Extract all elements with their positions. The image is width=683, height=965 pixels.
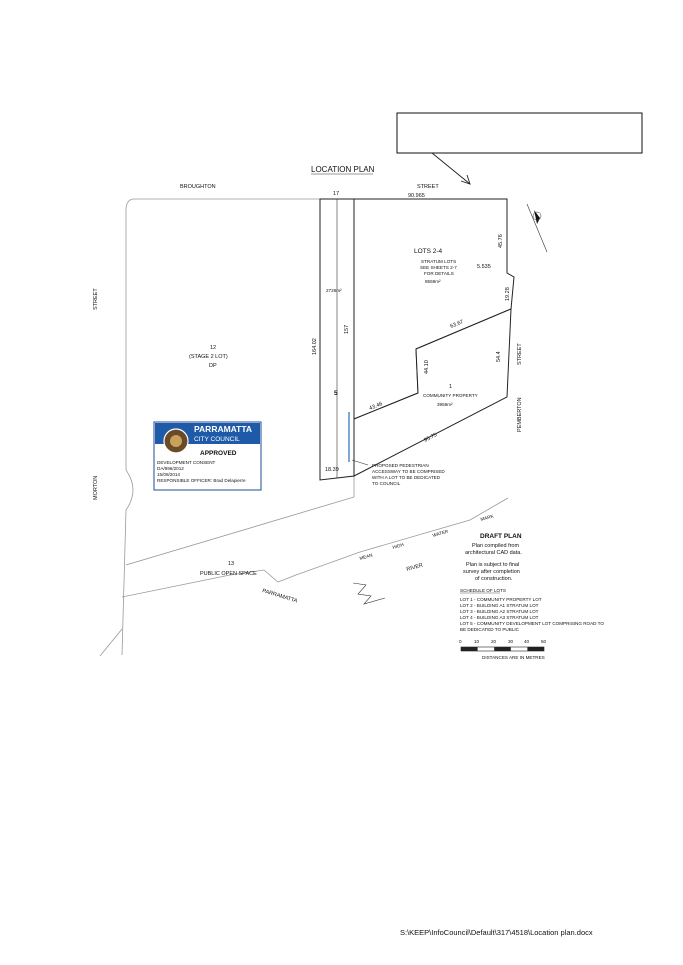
scale-tick-40: 40 (524, 639, 530, 644)
lot5-number: 5 (334, 390, 338, 397)
dim-16402: 164.02 (312, 338, 318, 355)
lot13-number: 13 (228, 561, 234, 567)
dim-1839: 18.39 (325, 467, 339, 473)
river-bank-upper (121, 497, 509, 598)
draft-line-4: Plan is subject to final (466, 562, 519, 568)
stamp-consent: DEVELOPMENT CONSENT (157, 460, 216, 465)
callout-arrow-line (431, 152, 471, 185)
schedule-title: SCHEDULE OF LOTS (460, 588, 506, 593)
mhw-label-4: MARK (480, 513, 495, 522)
lot1-name: COMMUNITY PROPERTY (423, 393, 478, 398)
approval-stamp: PARRAMATTA CITY COUNCIL APPROVED DEVELOP… (153, 421, 262, 491)
scale-tick-0: 0 (459, 639, 462, 644)
north-arrow-icon (526, 203, 548, 253)
council-name-2: CITY COUNCIL (194, 436, 240, 443)
lots24-area: 8559m² (425, 279, 441, 284)
draft-line-5: survey after completion (463, 569, 520, 575)
stamp-status: APPROVED (200, 450, 237, 457)
lot1-outline (353, 308, 512, 477)
draft-line-1: Plan compiled from (472, 543, 519, 549)
draft-line-6: of construction. (475, 576, 513, 582)
ped-note-1: PROPOSED PEDESTRIAN (372, 463, 429, 468)
council-name-1: PARRAMATTA (194, 424, 252, 434)
scale-tick-20: 20 (491, 639, 497, 644)
label-parramatta: PARRAMATTA (261, 588, 298, 604)
dim-4410: 44.10 (424, 360, 430, 374)
stamp-da: DA/996/2012 (157, 466, 184, 471)
morton-frontage (121, 198, 134, 656)
lots24-line1: STRATUM LOTS (421, 259, 456, 264)
river-flow-symbol (352, 582, 386, 605)
scale-bar: 0 10 20 30 40 50 DISTANCES ARE IN METRES (459, 639, 547, 660)
schedule-row-1: LOT 1 - COMMUNITY PROPERTY LOT (460, 597, 542, 602)
lot1-area: 3959m² (437, 402, 453, 407)
lots24-line2: SEE SHEETS 2-7 (420, 265, 457, 270)
dim-9575: 95.75 (423, 432, 438, 444)
dim-5535: 5.535 (477, 264, 491, 270)
label-morton-street: STREET (93, 288, 99, 310)
label-broughton: BROUGHTON (180, 184, 216, 190)
draft-line-2: architectural CAD data. (465, 550, 522, 556)
ped-note-3: WITH A LOT TO BE DEDICATED (372, 475, 441, 480)
callout-box (396, 112, 643, 154)
council-seal-inner (170, 435, 182, 447)
lot12-dp: DP (209, 363, 217, 369)
lot5-area: 2728m² (326, 288, 342, 293)
scale-tick-30: 30 (508, 639, 514, 644)
label-pemberton-street: STREET (517, 343, 523, 365)
river-bank-corner (99, 628, 123, 657)
lot1-number: 1 (449, 384, 452, 390)
dim-544: 54.4 (496, 351, 502, 362)
dim-4576: 45.76 (498, 234, 504, 248)
scale-caption: DISTANCES ARE IN METRES (482, 655, 545, 660)
dim-17: 17 (333, 191, 339, 197)
stamp-date: 15/08/2014 (157, 472, 180, 477)
file-path-footer: S:\KEEP\InfoCouncil\Default\317\4518\Loc… (400, 928, 593, 937)
plan-title: LOCATION PLAN (311, 165, 375, 174)
pedestrian-leader (351, 459, 369, 466)
draft-title: DRAFT PLAN (480, 533, 522, 540)
lot12-name: (STAGE 2 LOT) (189, 354, 228, 360)
mhw-label-1: MEAN (359, 552, 373, 560)
lot13-boundary (125, 496, 355, 566)
label-morton: MORTON (93, 476, 99, 500)
schedule-row-3: LOT 3 - BUILDING A2 STRATUM LOT (460, 609, 539, 614)
lots24-line3: FOR DETAILS (424, 271, 454, 276)
schedule-row-2: LOT 2 - BUILDING A1 STRATUM LOT (460, 603, 539, 608)
scale-tick-10: 10 (474, 639, 480, 644)
label-broughton-street: STREET (417, 184, 439, 190)
dim-1928: 19.28 (505, 287, 511, 301)
callout-arrow-head (460, 174, 471, 185)
dim-157: 157 (344, 325, 350, 334)
ped-note-4: TO COUNCIL (372, 481, 401, 486)
mhw-label-2: HIGH (392, 542, 404, 550)
label-pemberton: PEMBERTON (517, 397, 523, 432)
mhw-label-3: WATER (432, 529, 449, 538)
schedule-row-6: BE DEDICATED TO PUBLIC (460, 627, 520, 632)
lots24-title: LOTS 2-4 (414, 248, 443, 255)
schedule-row-5: LOT 5 - COMMUNITY DEVELOPMENT LOT COMPRI… (460, 621, 604, 626)
dim-6367: 63.67 (450, 319, 465, 330)
dim-90965: 90.965 (408, 193, 425, 199)
label-river: RIVER (406, 563, 424, 573)
dim-4346: 43.46 (369, 401, 384, 412)
ped-note-2: ACCESSWAY TO BE COMPRISED (372, 469, 445, 474)
schedule-row-4: LOT 4 - BUILDING A3 STRATUM LOT (460, 615, 539, 620)
lot12-number: 12 (210, 345, 216, 351)
lot13-name: PUBLIC OPEN SPACE (200, 571, 257, 577)
stamp-officer: RESPONSIBLE OFFICER: Brad Delapierre (157, 478, 246, 483)
scale-tick-50: 50 (541, 639, 547, 644)
